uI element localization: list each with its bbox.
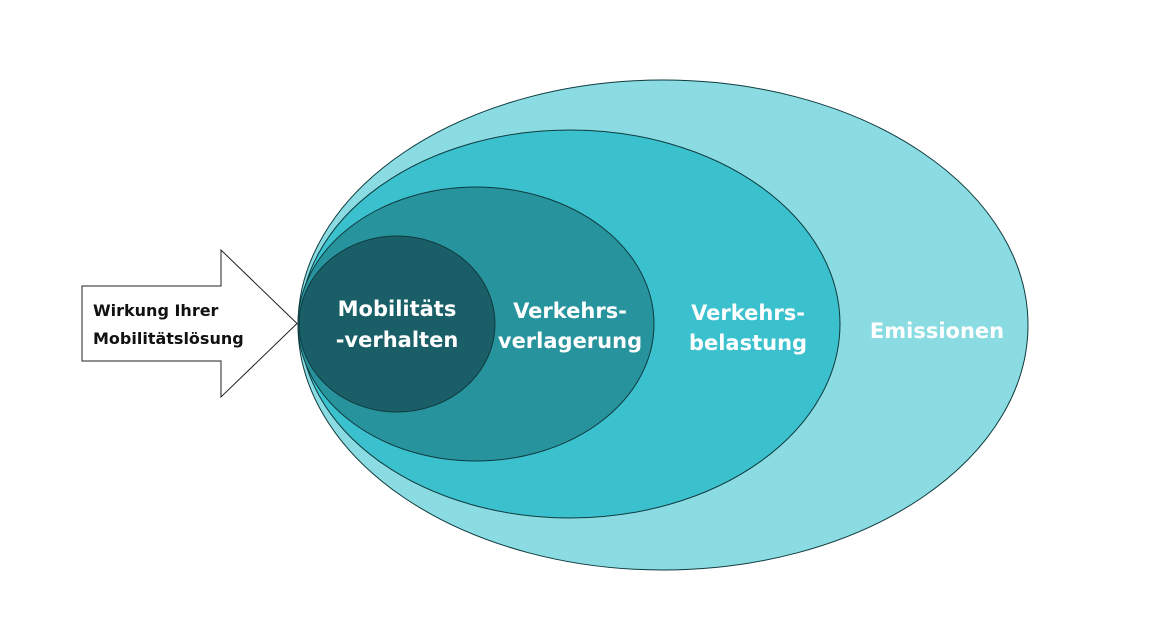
arrow-label-line1: Wirkung Ihrer	[93, 301, 219, 320]
arrow-label-line2: Mobilitätslösung	[93, 329, 244, 348]
ellipse-verkehrsbelastung-label-line2: belastung	[689, 331, 807, 355]
ellipse-verkehrsverlagerung-label-line1: Verkehrs-	[513, 299, 627, 323]
ellipse-mobilitaetsverhalten-label-line2: -verhalten	[336, 328, 459, 352]
ellipse-emissionen-label: Emissionen	[870, 319, 1004, 343]
arrow-shape	[81, 248, 298, 399]
ellipse-mobilitaetsverhalten: Mobilitäts -verhalten	[298, 235, 496, 413]
ellipse-verkehrsbelastung-label-line1: Verkehrs-	[691, 301, 805, 325]
impact-arrow: Wirkung Ihrer Mobilitätslösung	[81, 248, 298, 399]
ellipse-mobilitaetsverhalten-label-line1: Mobilitäts	[338, 297, 457, 321]
ellipse-verkehrsverlagerung-label-line2: verlagerung	[498, 329, 642, 353]
ellipse-mobilitaetsverhalten-shape	[298, 235, 496, 413]
